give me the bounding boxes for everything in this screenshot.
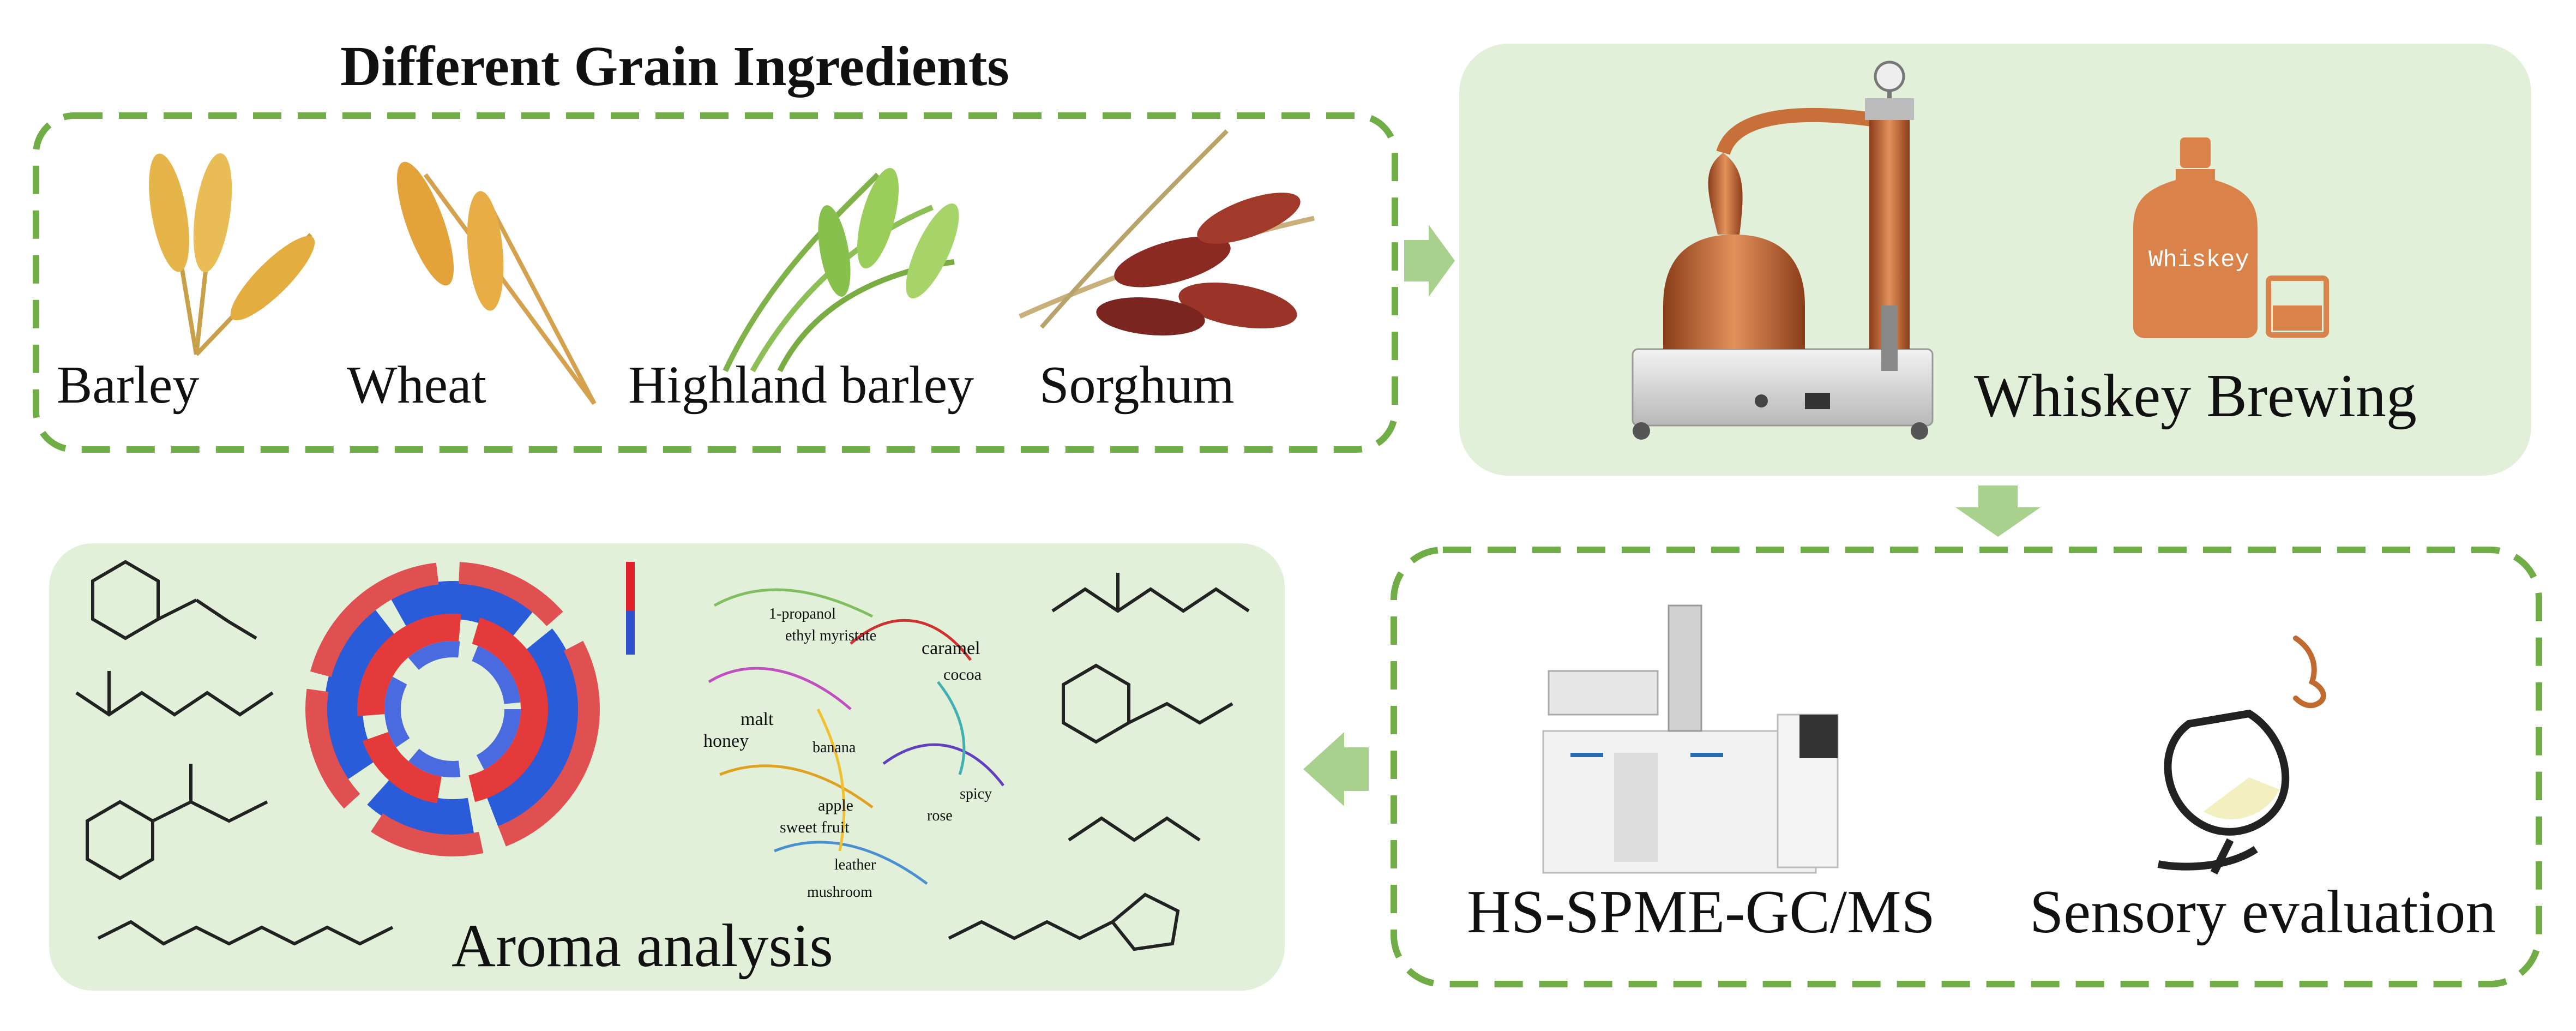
network-node: cocoa (943, 666, 982, 684)
network-node: honey (703, 731, 749, 751)
network-node: mushroom (807, 884, 872, 901)
arrow-right-1 (1404, 225, 1455, 297)
network-node: apple (818, 796, 853, 814)
copper-still-icon (1632, 61, 1934, 440)
whiskey-brewing-label: Whiskey Brewing (1974, 362, 2417, 430)
network-node: malt (741, 709, 774, 729)
chemical-structures-left (75, 560, 394, 946)
sorghum-icon (1019, 129, 1315, 335)
grain-ingredients-title: Different Grain Ingredients (340, 35, 1009, 98)
highland-barley-icon (723, 167, 959, 373)
arrow-left-1 (1303, 732, 1369, 806)
grain-label-wheat: Wheat (347, 356, 486, 415)
gcms-instrument-icon (1542, 604, 1839, 874)
bottle-label: Whiskey (2148, 247, 2249, 274)
wheat-icon (396, 161, 597, 405)
network-node: caramel (922, 638, 980, 658)
sensory-evaluation-label: Sensory evaluation (2030, 878, 2496, 946)
network-node: leather (834, 856, 876, 873)
network-node: banana (812, 739, 856, 756)
network-node: rose (927, 807, 953, 824)
aroma-network-graph (708, 588, 1004, 885)
sensory-icon (2157, 636, 2326, 875)
circular-heatmap (305, 562, 635, 856)
aroma-analysis-label: Aroma analysis (452, 912, 833, 980)
network-node: 1-propanol (769, 606, 836, 622)
grain-label-barley: Barley (57, 356, 200, 415)
whiskey-bottle-icon (2133, 137, 2329, 338)
network-node: ethyl myristate (785, 627, 877, 644)
network-node: sweet fruit (780, 818, 850, 836)
arrow-down-1 (1955, 485, 2041, 537)
analysis-panel-border (1391, 547, 2542, 987)
network-node: spicy (960, 786, 992, 802)
grain-label-sorghum: Sorghum (1039, 356, 1235, 415)
grain-label-highland-barley: Highland barley (628, 356, 974, 415)
chemical-structures-right (948, 573, 1250, 951)
grain-panel-border (33, 112, 1398, 453)
barley-icon (149, 153, 315, 356)
gcms-label: HS-SPME-GC/MS (1467, 878, 1935, 946)
